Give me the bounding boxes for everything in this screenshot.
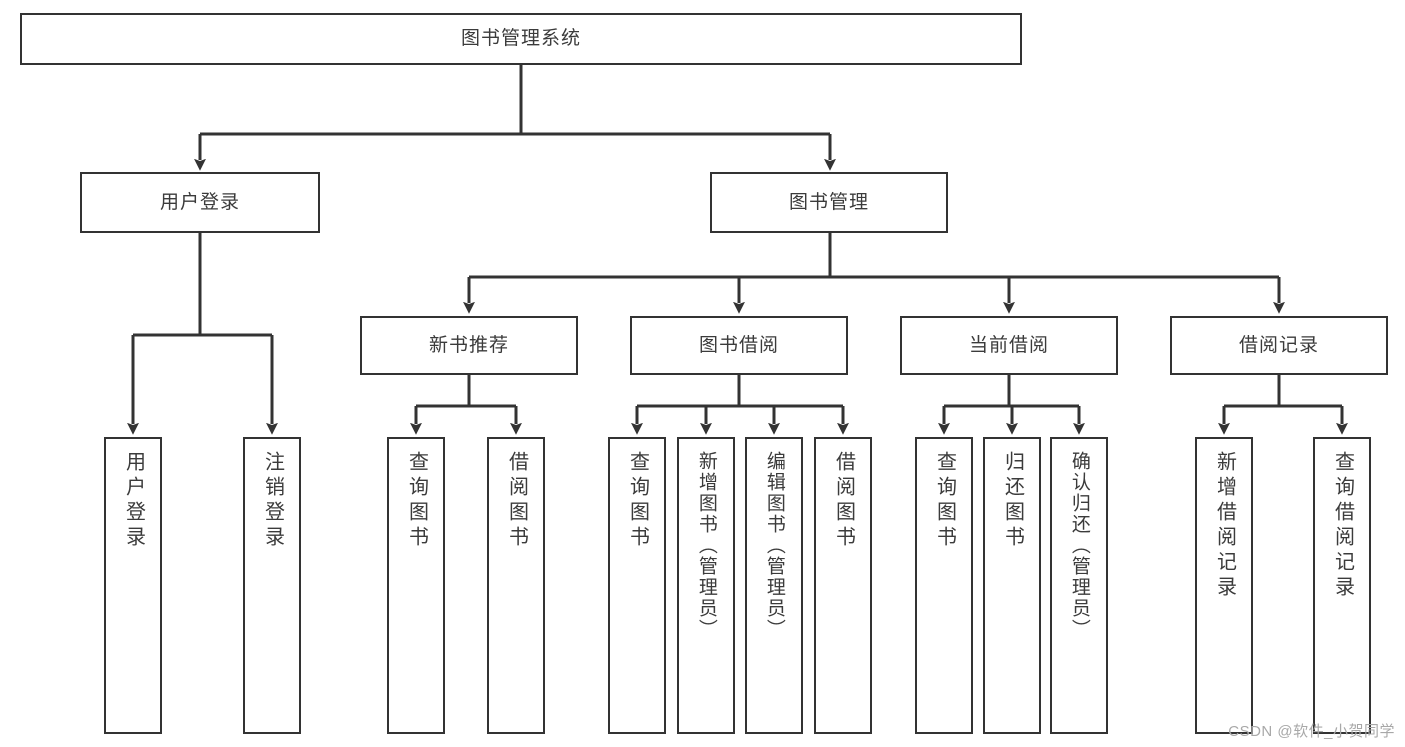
node-leaf-user-login-label: 用户登录 (122, 451, 145, 551)
node-user-login[interactable]: 用户登录 (80, 172, 320, 233)
node-leaf-borrow-book-2-label: 借阅图书 (832, 451, 855, 551)
node-new-book-rec[interactable]: 新书推荐 (360, 316, 578, 375)
node-borrow-record[interactable]: 借阅记录 (1170, 316, 1388, 375)
node-user-login-label: 用户登录 (159, 191, 240, 213)
node-leaf-confirm-return[interactable]: 确认归还（管理员） (1050, 437, 1108, 734)
node-leaf-query-record-label: 查询借阅记录 (1331, 451, 1354, 601)
node-leaf-add-record-label: 新增借阅记录 (1213, 451, 1236, 601)
node-leaf-edit-book[interactable]: 编辑图书（管理员） (745, 437, 803, 734)
edge-userlogin-to-leaves (127, 233, 278, 435)
node-leaf-add-record[interactable]: 新增借阅记录 (1195, 437, 1253, 734)
node-book-borrow[interactable]: 图书借阅 (630, 316, 848, 375)
node-leaf-query-book-3-label: 查询图书 (933, 451, 956, 551)
edge-root-to-level2 (194, 65, 836, 171)
edge-bookmanage-to-level3 (463, 233, 1285, 314)
node-leaf-query-book-1-label: 查询图书 (405, 451, 428, 551)
node-leaf-query-record[interactable]: 查询借阅记录 (1313, 437, 1371, 734)
edge-bookborrow-to-leaves (631, 375, 849, 435)
node-leaf-borrow-book-1-label: 借阅图书 (505, 451, 528, 551)
node-leaf-confirm-return-label: 确认归还（管理员） (1068, 451, 1090, 640)
node-leaf-query-book-2-label: 查询图书 (626, 451, 649, 551)
node-leaf-user-login[interactable]: 用户登录 (104, 437, 162, 734)
node-borrow-record-label: 借阅记录 (1238, 334, 1319, 356)
node-current-borrow-label: 当前借阅 (968, 334, 1049, 356)
node-book-borrow-label: 图书借阅 (698, 334, 779, 356)
edge-borrowrecord-to-leaves (1218, 375, 1348, 435)
node-leaf-edit-book-label: 编辑图书（管理员） (763, 451, 785, 640)
node-current-borrow[interactable]: 当前借阅 (900, 316, 1118, 375)
edge-currentborrow-to-leaves (938, 375, 1085, 435)
edge-newbookrec-to-leaves (410, 375, 522, 435)
node-book-manage-label: 图书管理 (788, 191, 869, 213)
node-leaf-borrow-book-1[interactable]: 借阅图书 (487, 437, 545, 734)
node-leaf-query-book-2[interactable]: 查询图书 (608, 437, 666, 734)
node-new-book-rec-label: 新书推荐 (428, 334, 509, 356)
node-leaf-add-book[interactable]: 新增图书（管理员） (677, 437, 735, 734)
node-leaf-borrow-book-2[interactable]: 借阅图书 (814, 437, 872, 734)
node-leaf-logout-label: 注销登录 (261, 451, 284, 551)
node-book-manage[interactable]: 图书管理 (710, 172, 948, 233)
node-leaf-add-book-label: 新增图书（管理员） (695, 451, 717, 640)
node-root-label: 图书管理系统 (460, 28, 581, 50)
node-leaf-query-book-1[interactable]: 查询图书 (387, 437, 445, 734)
node-leaf-return-book-label: 归还图书 (1001, 451, 1024, 551)
node-root[interactable]: 图书管理系统 (20, 13, 1022, 65)
node-leaf-return-book[interactable]: 归还图书 (983, 437, 1041, 734)
node-leaf-logout[interactable]: 注销登录 (243, 437, 301, 734)
node-leaf-query-book-3[interactable]: 查询图书 (915, 437, 973, 734)
